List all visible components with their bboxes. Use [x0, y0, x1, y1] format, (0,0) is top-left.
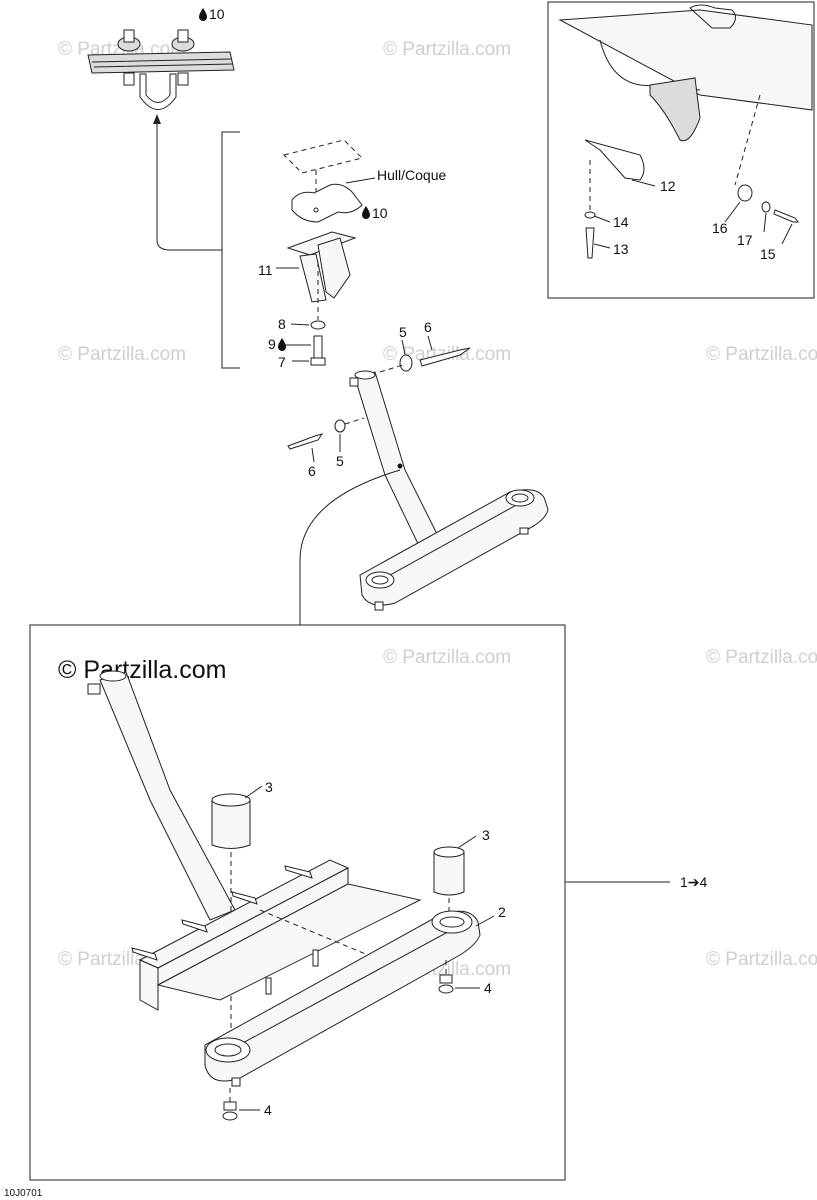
callout-11: 11	[258, 262, 273, 278]
leader-line	[156, 239, 222, 251]
callout-5-right: 5	[399, 324, 407, 340]
rubber-pad	[433, 846, 465, 896]
watermark: © Partzilla.com	[706, 647, 817, 668]
rivet	[585, 227, 595, 259]
callout-16: 16	[712, 220, 728, 236]
mount-bracket-exploded	[276, 139, 376, 366]
rivet	[287, 433, 324, 450]
callout-2: 2	[498, 904, 506, 920]
callout-3-left: 3	[265, 779, 273, 795]
callout-6-left: 6	[308, 463, 316, 479]
diagram-code: 10J0701	[4, 1188, 43, 1199]
svg-text:10: 10	[372, 205, 388, 221]
washer	[399, 354, 413, 372]
group-bracket	[221, 131, 240, 369]
callout-14: 14	[613, 214, 629, 230]
leader-line	[299, 469, 401, 625]
step-base	[359, 489, 549, 606]
washer	[334, 419, 346, 433]
arrow-head-icon	[153, 114, 161, 124]
washer	[737, 184, 753, 202]
callout-13: 13	[613, 241, 629, 257]
svg-text:9: 9	[268, 336, 276, 352]
callout-17: 17	[737, 232, 753, 248]
washer	[761, 201, 771, 213]
callout-hull: Hull/Coque	[377, 167, 446, 183]
watermark: © Partzilla.com	[706, 344, 817, 365]
callout-range: 1➔4	[680, 874, 708, 890]
callout-12: 12	[660, 178, 676, 194]
callout-5-left: 5	[336, 453, 344, 469]
inset-detail	[547, 1, 815, 299]
callout-10-mid: 10	[362, 205, 388, 221]
washer	[584, 211, 596, 219]
washer	[310, 320, 326, 330]
bumper-foot	[222, 1088, 238, 1121]
callout-3-right: 3	[482, 827, 490, 843]
hull-mount-detail	[87, 29, 235, 251]
callout-4-right: 4	[484, 980, 492, 996]
watermark: © Partzilla.com	[58, 656, 226, 684]
step-assembly-box: © Partzilla.com	[29, 624, 566, 1181]
rivet	[419, 347, 471, 367]
rubber-pad	[211, 793, 251, 849]
drop-icon	[278, 338, 286, 351]
callout-4-bottom: 4	[264, 1102, 272, 1118]
watermark: © Partzilla.com	[383, 647, 511, 668]
step-base	[204, 910, 481, 1082]
callout-10-top: 10	[199, 6, 225, 22]
drop-icon	[199, 8, 207, 21]
bolt	[313, 335, 323, 359]
watermark: © Partzilla.com	[383, 39, 511, 60]
bumper-foot	[438, 960, 454, 994]
hull-plate	[291, 183, 363, 223]
callout-6-right: 6	[424, 319, 432, 335]
callout-9: 9	[268, 336, 286, 352]
svg-text:10: 10	[209, 6, 225, 22]
watermark: © Partzilla.com	[58, 344, 186, 365]
drop-icon	[362, 206, 370, 219]
screw	[773, 209, 799, 223]
watermark: © Partzilla.com	[706, 949, 817, 970]
callout-8: 8	[278, 316, 286, 332]
callout-7: 7	[278, 354, 286, 370]
boarding-step-assembled	[287, 335, 549, 625]
callout-15: 15	[760, 246, 776, 262]
svg-text:Hull/Coque: Hull/Coque	[377, 167, 446, 183]
